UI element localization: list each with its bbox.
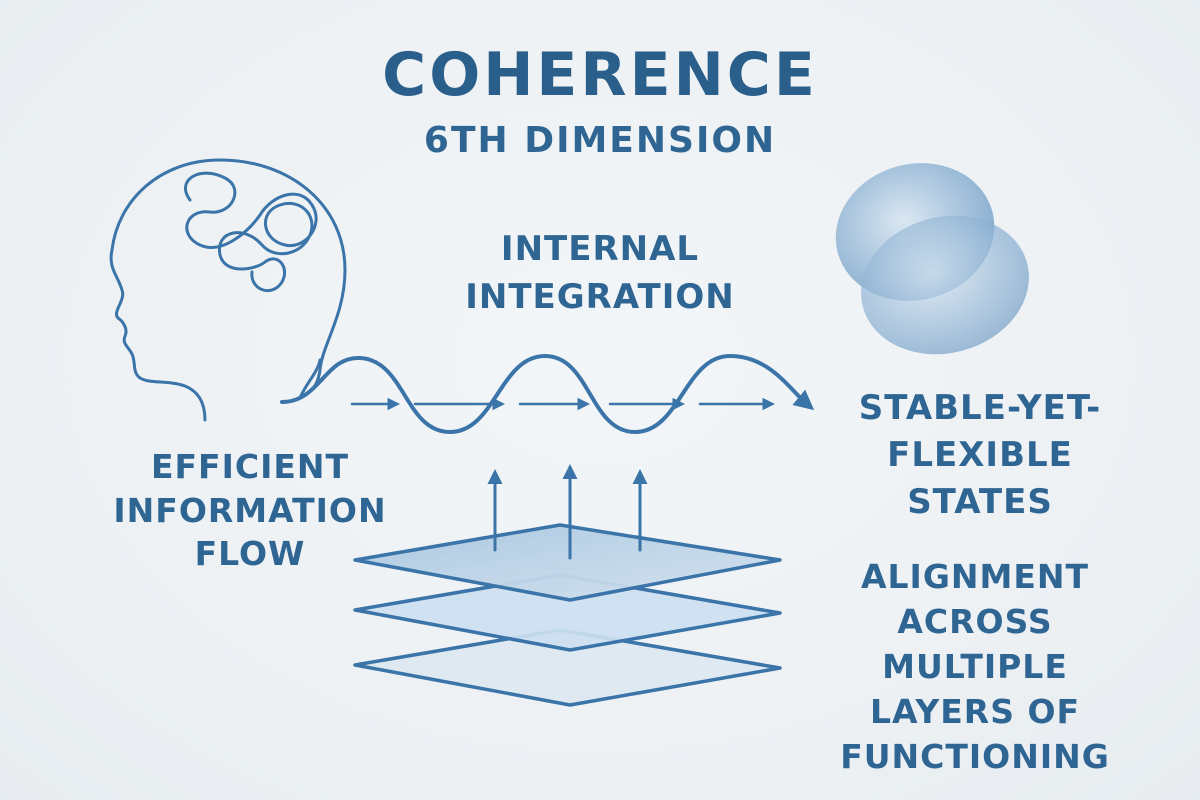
label-line: EFFICIENT xyxy=(150,447,350,486)
label-line: INTEGRATION xyxy=(465,277,735,318)
label-line: STABLE-YET- xyxy=(858,388,1102,428)
head-outline xyxy=(109,158,347,422)
label-line: STATES xyxy=(907,481,1053,522)
brain-stem-line xyxy=(298,358,322,400)
label-line: LAYERS OF xyxy=(869,691,1081,731)
overlapping-ellipses-icon xyxy=(835,163,1029,355)
label-line: FLOW xyxy=(194,534,306,574)
label-line: ACROSS xyxy=(897,601,1053,641)
label-line: FUNCTIONING xyxy=(840,736,1110,776)
flow-wave xyxy=(280,353,815,435)
ellipse-lower xyxy=(861,215,1029,355)
internal-integration-label: INTERNAL INTEGRATION xyxy=(390,225,810,322)
layer-top xyxy=(353,523,782,602)
stacked-layers-icon xyxy=(353,523,782,707)
label-line: INFORMATION xyxy=(113,490,387,530)
diagram-title: COHERENCE xyxy=(382,40,818,110)
efficient-information-flow-label: EFFICIENT INFORMATION FLOW xyxy=(100,445,400,576)
label-line: MULTIPLE xyxy=(882,646,1068,686)
wave-arrow-icon xyxy=(280,353,815,435)
stable-flexible-states-label: STABLE-YET- FLEXIBLE STATES xyxy=(820,385,1140,526)
label-line: INTERNAL xyxy=(500,229,700,269)
alignment-layers-label: ALIGNMENT ACROSS MULTIPLE LAYERS OF FUNC… xyxy=(800,555,1150,779)
label-line: ALIGNMENT xyxy=(860,557,1090,596)
layer-bottom xyxy=(353,628,782,707)
diagram-subtitle: 6TH DIMENSION xyxy=(423,120,777,161)
brain-tangle xyxy=(183,171,318,293)
label-line: FLEXIBLE xyxy=(887,434,1073,475)
head-brain-icon xyxy=(109,158,347,422)
upward-arrows xyxy=(487,464,648,560)
